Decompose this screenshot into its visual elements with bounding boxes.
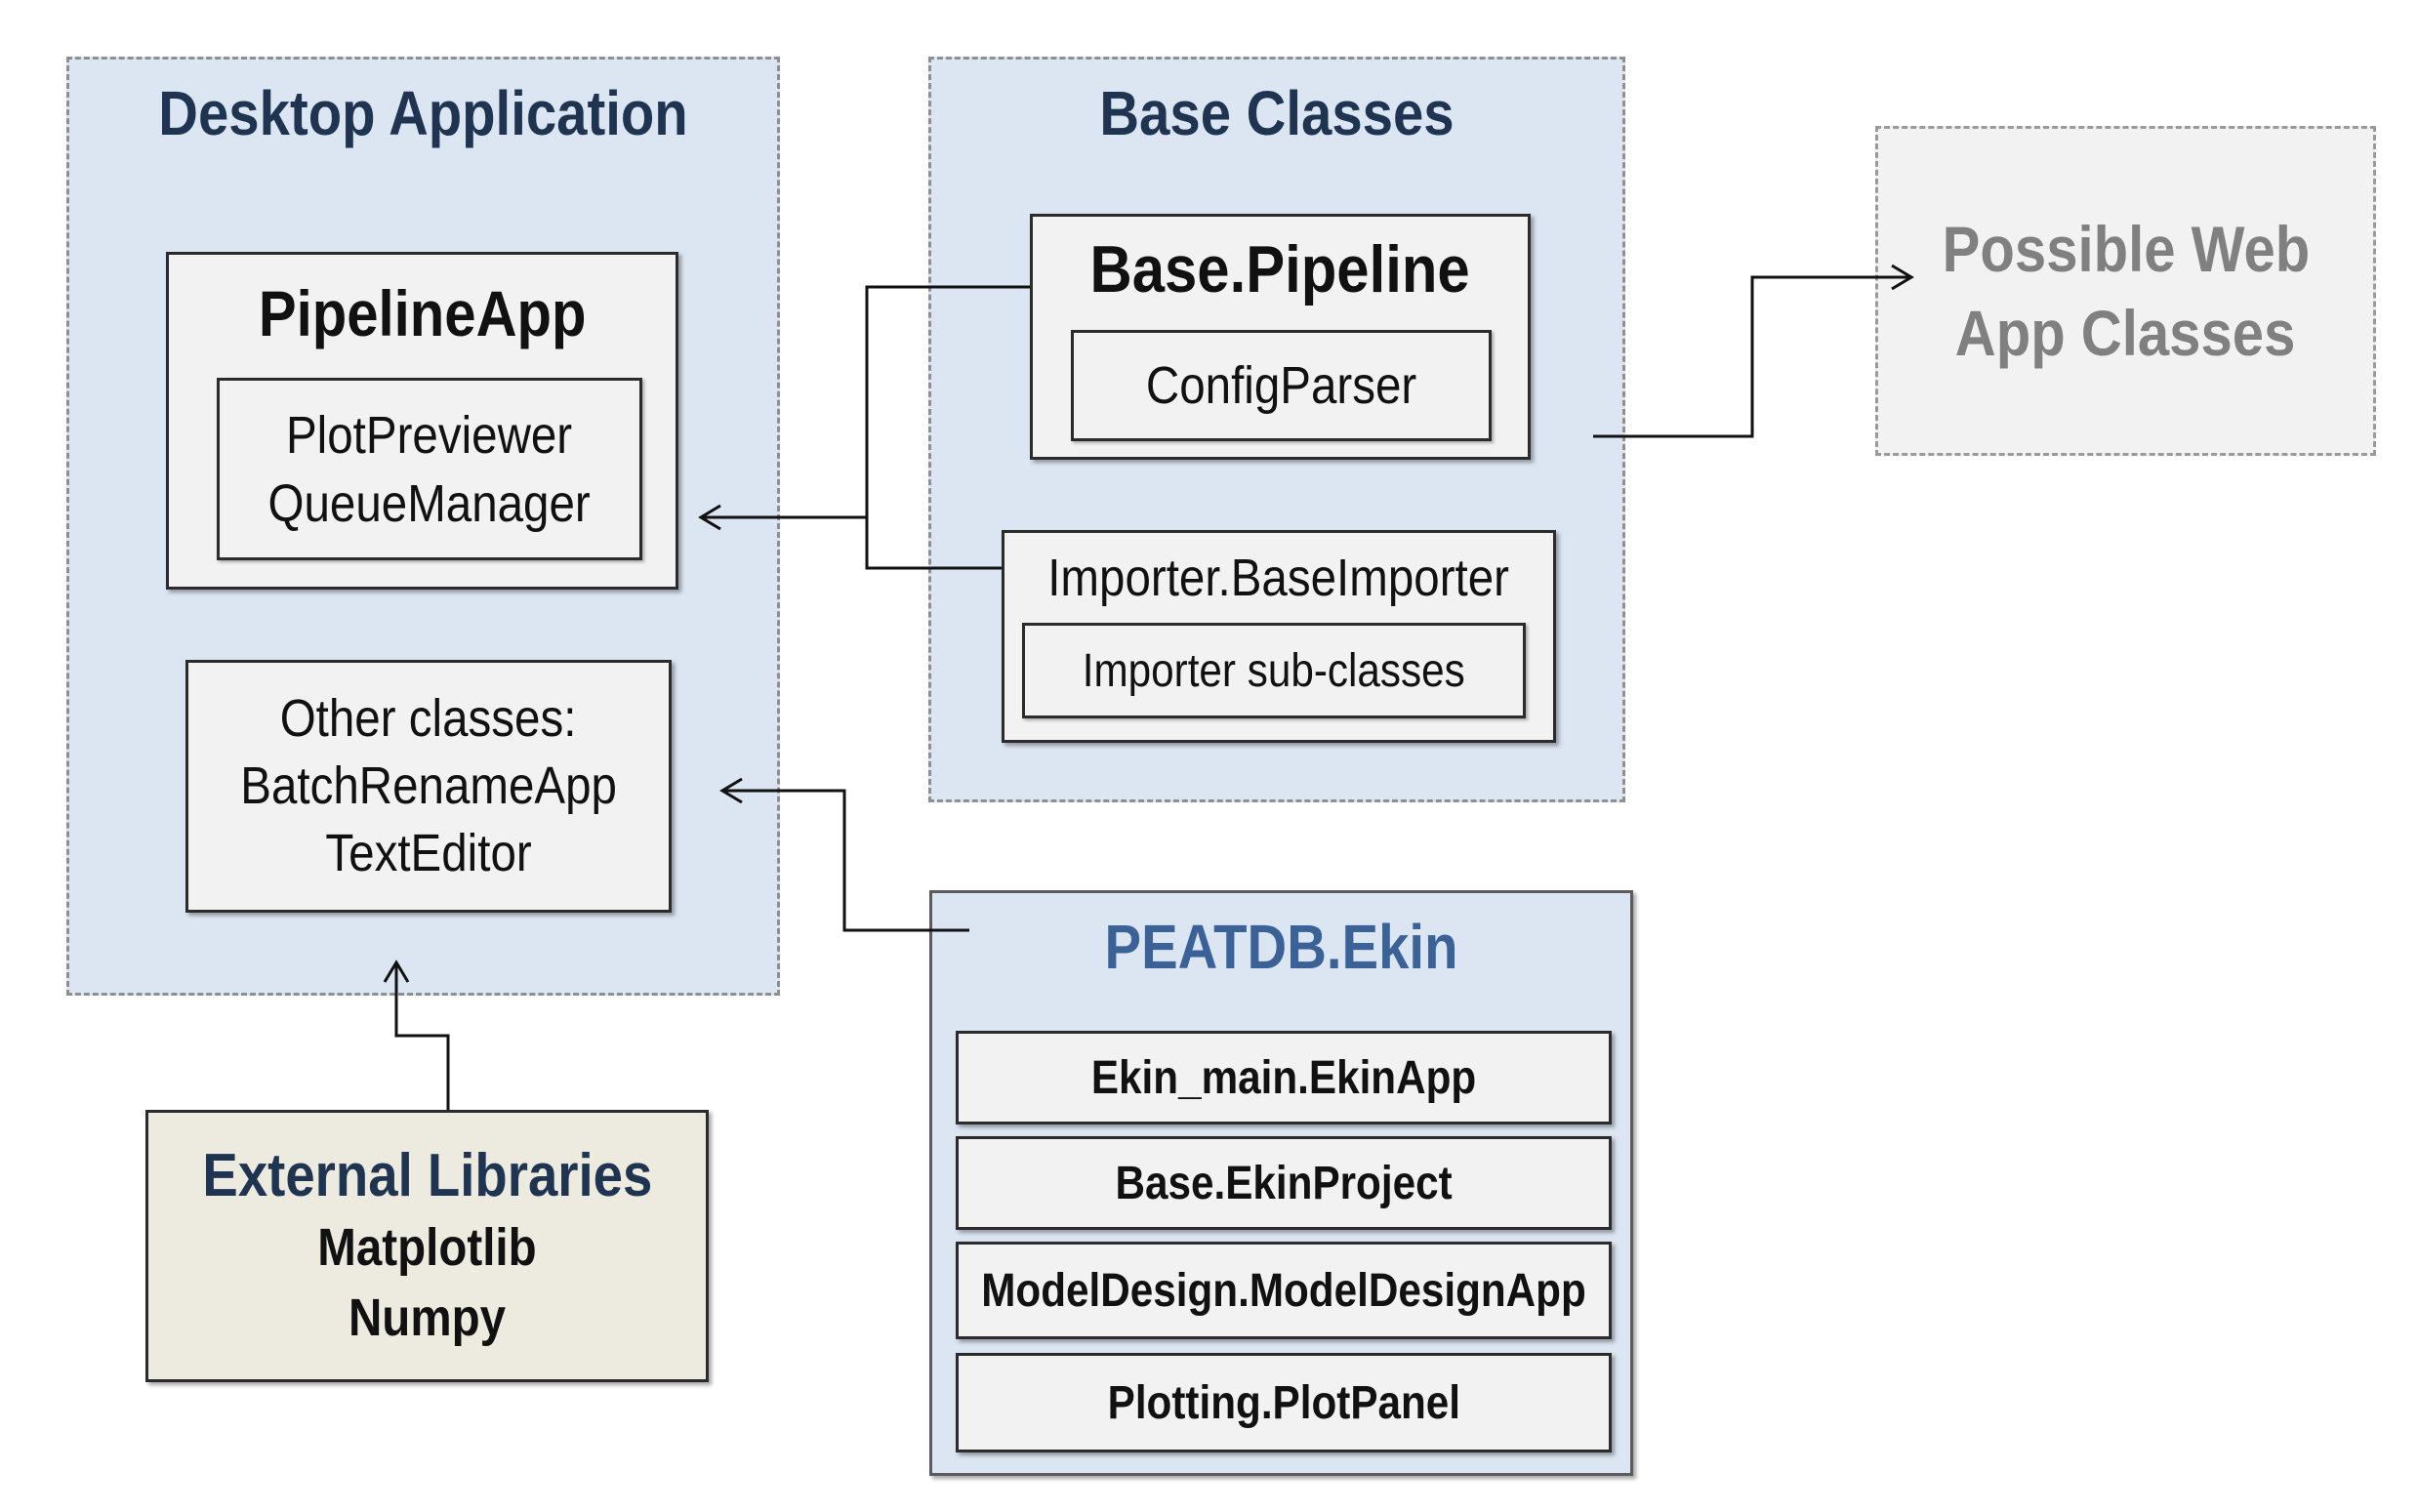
to-other-from-external-line: [394, 962, 450, 1110]
ekin-item-label: Base.EkinProject: [1115, 1157, 1453, 1209]
to-other-classes-arrow-line: [722, 789, 969, 932]
ekin-item-ekin-app: Ekin_main.EkinApp: [956, 1031, 1612, 1124]
other-classes-label: Other classes:: [280, 689, 577, 748]
config-parser-label: ConfigParser: [1145, 356, 1417, 415]
queue-manager-label: QueueManager: [267, 473, 592, 533]
to-other-classes-arrowhead: [719, 777, 743, 804]
web-app-line-2: App Classes: [1955, 297, 2296, 369]
pipeline-app-title: PipelineApp: [258, 277, 587, 349]
base-pipeline-title: Base.Pipeline: [1089, 232, 1471, 306]
numpy-label: Numpy: [348, 1287, 507, 1347]
base-importer-box: Importer.BaseImporter Importer sub-class…: [1002, 530, 1556, 743]
importer-subclasses-box: Importer sub-classes: [1022, 623, 1526, 718]
text-editor-label: TextEditor: [325, 824, 532, 882]
to-web-app-arrowhead: [1891, 264, 1914, 291]
base-pipeline-box: Base.Pipeline ConfigParser: [1030, 214, 1531, 460]
web-app-classes-box: Possible Web App Classes: [1875, 126, 2376, 456]
base-classes-title: Base Classes: [1099, 78, 1455, 148]
desktop-application-title: Desktop Application: [158, 78, 688, 148]
ekin-item-model-design-app: ModelDesign.ModelDesignApp: [956, 1242, 1612, 1339]
to-pipeline-app-arrowhead: [698, 504, 721, 531]
pipeline-app-inner-box: PlotPreviewer QueueManager: [217, 378, 642, 560]
to-web-app-arrow-line: [1593, 275, 1911, 438]
pipeline-app-box: PipelineApp PlotPreviewer QueueManager: [166, 252, 678, 590]
config-parser-box: ConfigParser: [1071, 330, 1492, 441]
ekin-item-label: Plotting.PlotPanel: [1107, 1376, 1460, 1429]
to-other-from-external-arrowhead: [383, 960, 410, 983]
peatdb-ekin-title: PEATDB.Ekin: [1104, 912, 1458, 982]
ekin-item-label: ModelDesign.ModelDesignApp: [981, 1264, 1586, 1317]
plot-previewer-label: PlotPreviewer: [286, 405, 573, 465]
external-libraries-box: External Libraries Matplotlib Numpy: [145, 1110, 709, 1382]
batch-rename-app-label: BatchRenameApp: [240, 756, 617, 815]
web-app-line-1: Possible Web: [1942, 213, 2310, 285]
base-importer-title: Importer.BaseImporter: [1047, 549, 1510, 607]
ekin-item-ekin-project: Base.EkinProject: [956, 1136, 1612, 1230]
ekin-item-plot-panel: Plotting.PlotPanel: [956, 1353, 1612, 1452]
other-classes-box: Other classes: BatchRenameApp TextEditor: [185, 660, 672, 913]
matplotlib-label: Matplotlib: [317, 1217, 537, 1277]
ekin-item-label: Ekin_main.EkinApp: [1090, 1051, 1477, 1104]
external-libraries-title: External Libraries: [202, 1141, 652, 1209]
pipeline-connector: [865, 285, 1030, 570]
importer-subclasses-label: Importer sub-classes: [1082, 644, 1466, 697]
